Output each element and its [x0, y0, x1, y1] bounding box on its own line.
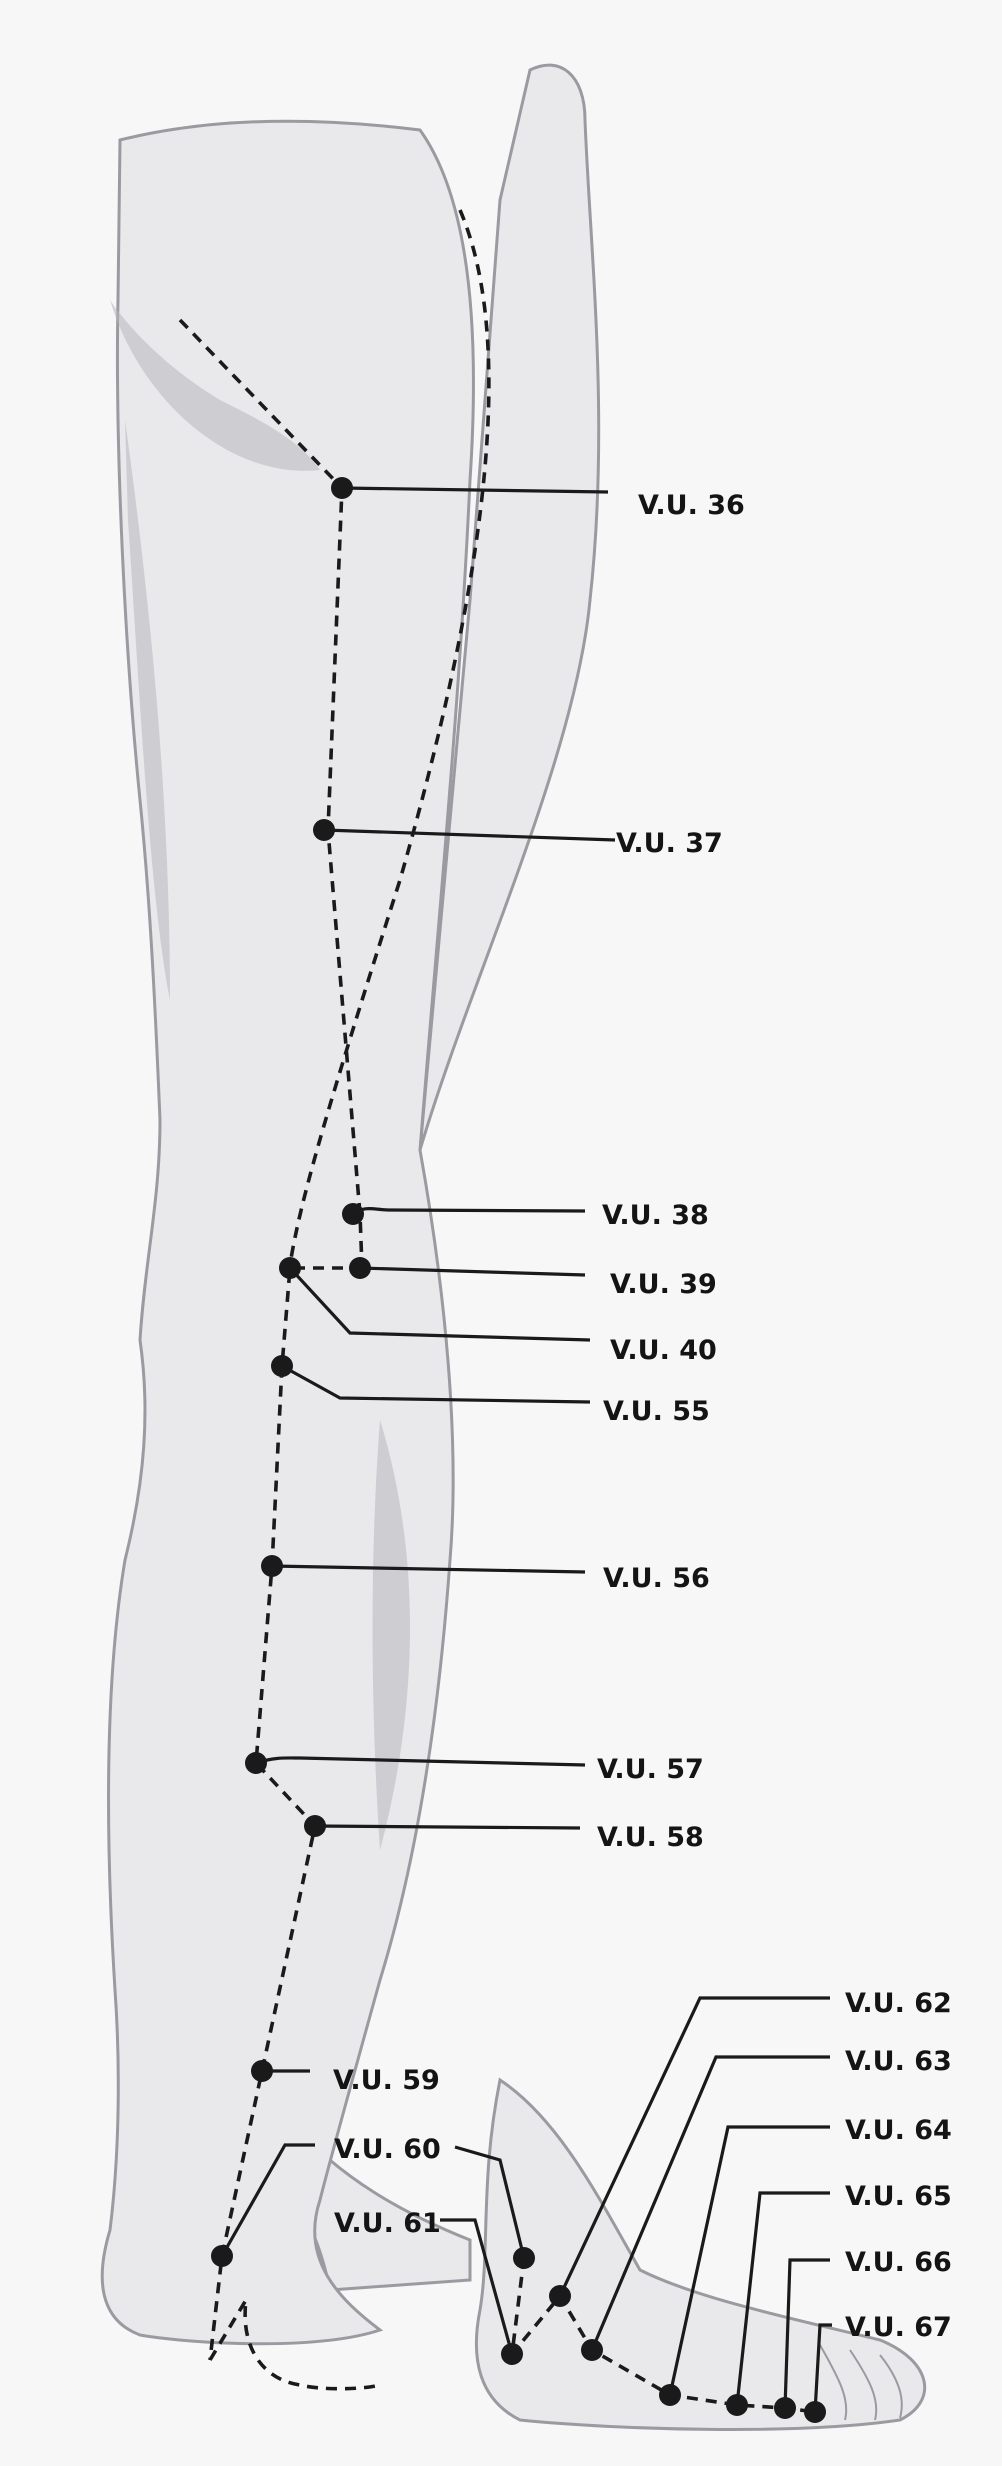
point-label: V.U. 39 [610, 1269, 717, 1300]
leader-line [813, 2323, 832, 2413]
leader-line [281, 1364, 591, 1404]
acupoint-vu-60-foot [454, 2145, 535, 2269]
leader-line [341, 486, 609, 494]
leader-line [440, 2218, 514, 2355]
point-label: V.U. 64 [845, 2115, 952, 2146]
point-label: V.U. 59 [333, 2065, 440, 2096]
acupoint-vu61: V.U. 61 [334, 2208, 523, 2365]
point-label: V.U. 60 [334, 2134, 441, 2165]
point-label: V.U. 61 [334, 2208, 441, 2239]
leader-line [271, 1564, 586, 1574]
acupoint-vu38: V.U. 38 [342, 1200, 709, 1231]
buttock-shade [110, 300, 320, 471]
acupoint-vu36: V.U. 36 [331, 477, 745, 521]
point-label: V.U. 62 [845, 1988, 952, 2019]
leader-line [255, 1756, 586, 1767]
point-label: V.U. 36 [638, 490, 745, 521]
leader-line [558, 1996, 830, 2297]
leader-line [454, 2145, 526, 2259]
acupoint-vu64: V.U. 64 [659, 2115, 952, 2406]
acupoint-vu66: V.U. 66 [774, 2247, 952, 2419]
leg-illustration [100, 63, 927, 2431]
acupoint-vu55: V.U. 55 [271, 1355, 710, 1427]
point-label: V.U. 37 [616, 828, 723, 859]
leader-line [314, 1824, 581, 1830]
leader-line [783, 2258, 830, 2409]
acupoint-vu67: V.U. 67 [804, 2312, 952, 2423]
meridian-line-lateral [288, 209, 491, 1266]
acupoint-vu37: V.U. 37 [313, 819, 723, 859]
acupoint-vu56: V.U. 56 [261, 1555, 710, 1594]
leader-line [359, 1266, 586, 1277]
point-label: V.U. 65 [845, 2181, 952, 2212]
leader-line [735, 2191, 830, 2406]
acupoint-vu57: V.U. 57 [245, 1752, 704, 1785]
point-label: V.U. 40 [610, 1335, 717, 1366]
acupoint-vu62: V.U. 62 [549, 1988, 952, 2307]
acupoint-vu40: V.U. 40 [279, 1257, 717, 1366]
toe-lines [819, 2344, 903, 2421]
acupoint-markers: V.U. 36 V.U. 37 V.U. 38 V.U. 39 V.U. 40 … [211, 477, 952, 2423]
point-label: V.U. 38 [602, 1200, 709, 1231]
meridian-line-heel [208, 2299, 381, 2391]
point-label: V.U. 63 [845, 2046, 952, 2077]
acupoint-vu60: V.U. 60 [211, 2134, 441, 2267]
acupoint-vu59: V.U. 59 [251, 2060, 440, 2096]
leader-line [668, 2125, 830, 2396]
point-label: V.U. 67 [845, 2312, 952, 2343]
calf-shade [372, 1420, 410, 1850]
point-label: V.U. 57 [597, 1754, 704, 1785]
leader-line [352, 1207, 586, 1216]
leader-line [288, 1266, 591, 1342]
acupoint-vu39: V.U. 39 [349, 1257, 717, 1300]
leader-line [590, 2055, 830, 2351]
acupoint-vu65: V.U. 65 [726, 2181, 952, 2416]
thigh-shade [125, 420, 170, 1000]
acupoint-vu63: V.U. 63 [581, 2046, 952, 2361]
acupoint-vu58: V.U. 58 [304, 1815, 704, 1853]
leader-line [220, 2143, 315, 2257]
leader-line [323, 828, 616, 842]
meridian-line-lower [208, 1266, 362, 2361]
point-label: V.U. 55 [603, 1396, 710, 1427]
point-label: V.U. 56 [603, 1563, 710, 1594]
point-label: V.U. 58 [597, 1822, 704, 1853]
point-label: V.U. 66 [845, 2247, 952, 2278]
